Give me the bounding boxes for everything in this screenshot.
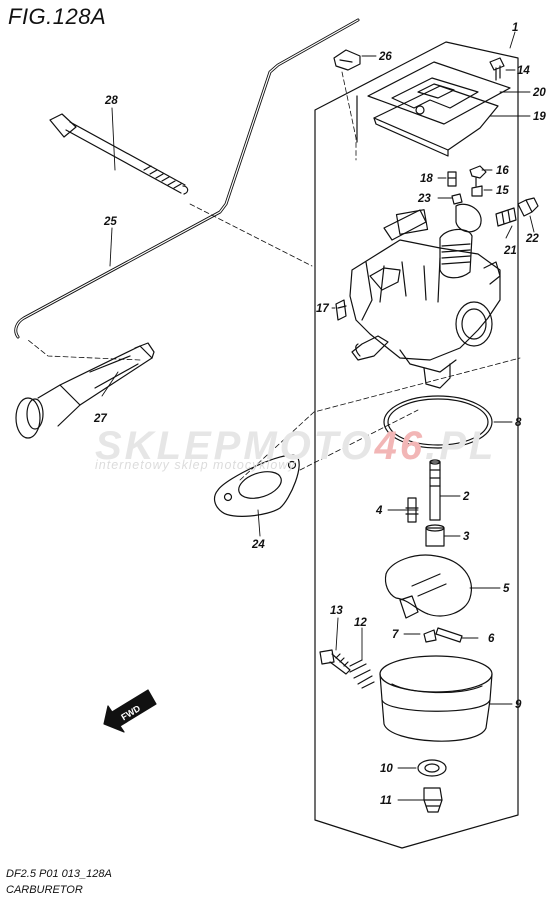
callout-15: 15	[496, 185, 509, 197]
needle-valve-7	[423, 629, 437, 643]
callout-9: 9	[515, 699, 522, 711]
float-5	[384, 554, 472, 619]
idle-screw-22	[517, 197, 539, 217]
figure-title: FIG.128A	[8, 4, 107, 29]
callout-23: 23	[417, 193, 431, 205]
callout-27: 27	[93, 413, 107, 425]
choke-knob-27	[15, 342, 155, 439]
callout-8: 8	[515, 417, 522, 429]
callout-20: 20	[532, 87, 546, 99]
diagram-caption: CARBURETOR	[6, 884, 83, 896]
spring-12	[349, 659, 375, 689]
bolt-28	[49, 113, 189, 195]
callout-11: 11	[380, 795, 392, 807]
callout-10: 10	[380, 763, 393, 775]
washer-15	[471, 185, 483, 197]
washer-10	[417, 759, 447, 777]
callout-12: 12	[354, 617, 367, 629]
plug-17	[335, 299, 347, 321]
pin-18	[447, 171, 457, 187]
main-jet-4	[405, 497, 419, 523]
float-bowl-9	[379, 655, 493, 742]
callout-5: 5	[503, 583, 510, 595]
callout-7: 7	[392, 629, 399, 641]
callout-28: 28	[104, 95, 118, 107]
callout-3: 3	[463, 531, 470, 543]
callout-25: 25	[103, 216, 117, 228]
callout-21: 21	[503, 245, 517, 257]
callout-17: 17	[316, 303, 329, 315]
watermark-brand-part1: SKLEPMOTO	[95, 424, 375, 468]
o-ring-8	[383, 395, 493, 449]
spring-21	[495, 207, 517, 227]
callout-18: 18	[420, 173, 433, 185]
assembly-box	[314, 41, 519, 849]
callout-16: 16	[496, 165, 509, 177]
callout-6: 6	[488, 633, 495, 645]
screw-14	[489, 57, 505, 81]
callout-24: 24	[251, 539, 265, 551]
screw-16	[469, 165, 487, 187]
callout-1: 1	[512, 22, 518, 34]
pilot-screw-13	[319, 649, 351, 675]
callout-13: 13	[330, 605, 343, 617]
callout-22: 22	[525, 233, 539, 245]
watermark-brand-part2: 46	[374, 424, 426, 468]
diagram-code: DF2.5 P01 013_128A	[6, 868, 112, 880]
choke-rod-25	[14, 18, 360, 339]
callout-4: 4	[375, 505, 383, 517]
callout-26: 26	[378, 51, 392, 63]
float-pin-6	[435, 627, 463, 643]
clip-26	[333, 49, 361, 71]
callout-14: 14	[517, 65, 530, 77]
jet-holder-3	[425, 524, 445, 547]
drain-screw-11	[423, 787, 443, 813]
screw-23	[451, 193, 463, 205]
gasket-24	[213, 454, 300, 517]
watermark-brand-part3: .PL	[425, 424, 497, 468]
carburetor-body	[349, 203, 501, 389]
main-nozzle-2	[429, 459, 441, 521]
callout-19: 19	[533, 111, 546, 123]
plate-19	[373, 85, 499, 157]
watermark-brand: SKLEPMOTO46.PL	[95, 424, 496, 469]
gasket-20	[367, 61, 511, 125]
fwd-arrow	[103, 689, 157, 733]
callout-2: 2	[462, 491, 470, 503]
watermark-tagline: internetowy sklep motocyklowy	[95, 458, 296, 472]
